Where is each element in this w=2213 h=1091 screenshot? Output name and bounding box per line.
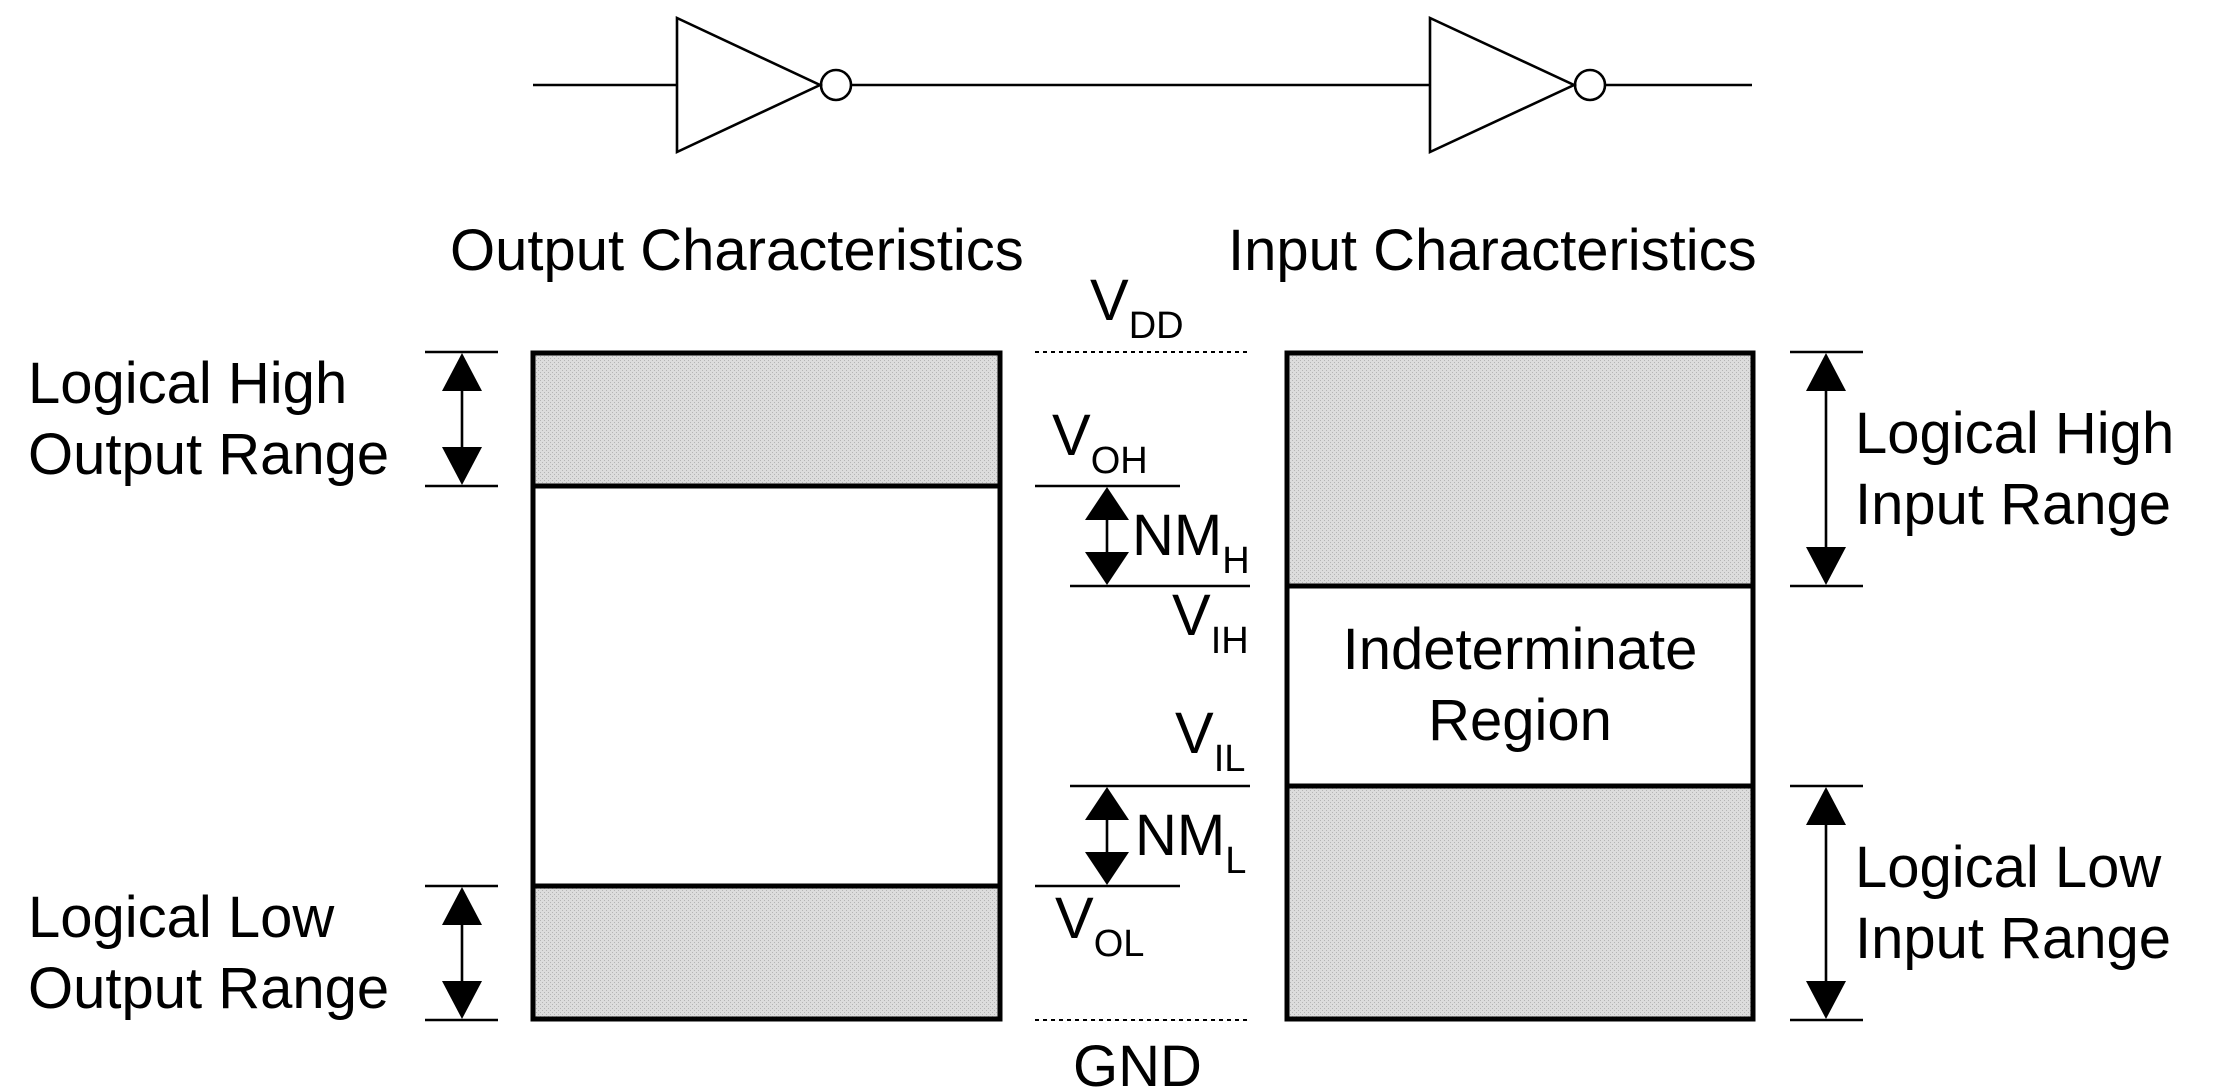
input-high-shade bbox=[1287, 353, 1753, 586]
indeterminate-label-line1: Indeterminate bbox=[1343, 617, 1698, 682]
nmh-arrow bbox=[1085, 487, 1129, 585]
output-high-label-line2: Output Range bbox=[28, 422, 389, 487]
vol-label: VOL bbox=[1055, 886, 1144, 965]
vih-label: VIH bbox=[1172, 583, 1249, 662]
nml-label: NML bbox=[1135, 803, 1246, 882]
input-low-range-arrow bbox=[1806, 787, 1846, 1019]
output-high-label-line1: Logical High bbox=[28, 351, 347, 416]
vdd-label: VDD bbox=[1090, 268, 1184, 347]
vil-label: VIL bbox=[1175, 701, 1245, 780]
receiving-inverter-bubble bbox=[1573, 68, 1607, 102]
output-characteristics-box bbox=[530, 350, 1003, 1022]
nml-arrow bbox=[1085, 787, 1129, 885]
input-characteristics-box bbox=[1284, 350, 1756, 1022]
input-high-range-arrow bbox=[1806, 353, 1846, 585]
voh-label: VOH bbox=[1052, 403, 1148, 482]
inverter-chain bbox=[533, 15, 1752, 155]
output-low-shade bbox=[533, 886, 1000, 1019]
indeterminate-label-line2: Region bbox=[1428, 688, 1612, 753]
input-low-shade bbox=[1287, 786, 1753, 1019]
output-high-range-arrow bbox=[442, 353, 482, 485]
receiving-inverter-icon bbox=[1428, 15, 1578, 155]
input-characteristics-title: Input Characteristics bbox=[1228, 218, 1757, 283]
output-box-outline bbox=[530, 350, 1003, 1022]
input-high-label-line2: Input Range bbox=[1855, 472, 2171, 537]
output-low-range-arrow bbox=[442, 887, 482, 1019]
output-characteristics-title: Output Characteristics bbox=[450, 218, 1024, 283]
driving-inverter-icon bbox=[675, 15, 824, 155]
input-box-outline bbox=[1284, 350, 1756, 1022]
driving-inverter-bubble bbox=[819, 68, 853, 102]
input-low-label-line1: Logical Low bbox=[1855, 835, 2162, 900]
output-high-shade bbox=[533, 353, 1000, 486]
input-high-label-line1: Logical High bbox=[1855, 401, 2174, 466]
input-low-label-line2: Input Range bbox=[1855, 906, 2171, 971]
gnd-label: GND bbox=[1073, 1034, 1202, 1091]
output-low-label-line1: Logical Low bbox=[28, 885, 335, 950]
nmh-label: NMH bbox=[1132, 503, 1250, 582]
output-low-label-line2: Output Range bbox=[28, 956, 389, 1021]
